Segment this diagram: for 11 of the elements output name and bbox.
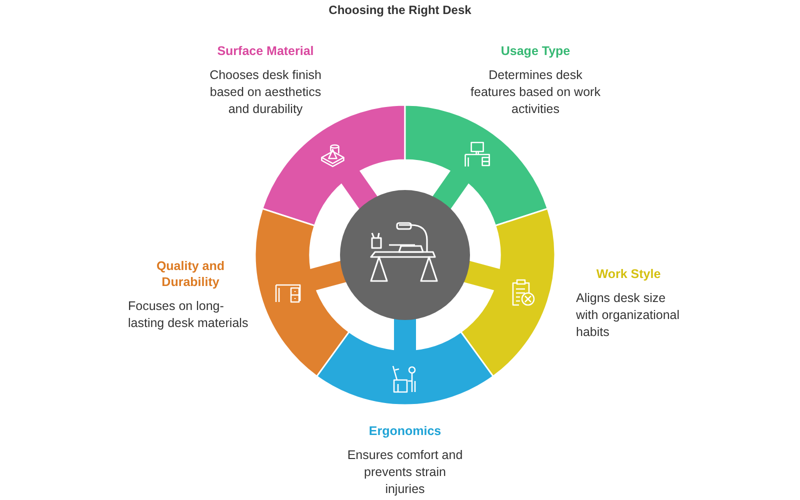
segment-description: Ensures comfort and prevents strain injuries [346, 447, 464, 498]
segment-description: Determines desk features based on work activities [470, 67, 602, 118]
segment-heading: Usage Type [500, 43, 572, 59]
diagram-title: Choosing the Right Desk [328, 3, 472, 17]
segment-description: Focuses on long-lasting desk materials [128, 298, 250, 332]
segment-heading: Ergonomics [368, 423, 442, 439]
segment-description: Aligns desk size with organizational habits [576, 290, 681, 341]
segment-heading: Surface Material [216, 43, 315, 59]
segment-description: Chooses desk finish based on aesthetics and durability [208, 67, 322, 118]
segment-heading: Quality and Durability [155, 258, 226, 290]
segment-heading: Work Style [595, 266, 662, 282]
